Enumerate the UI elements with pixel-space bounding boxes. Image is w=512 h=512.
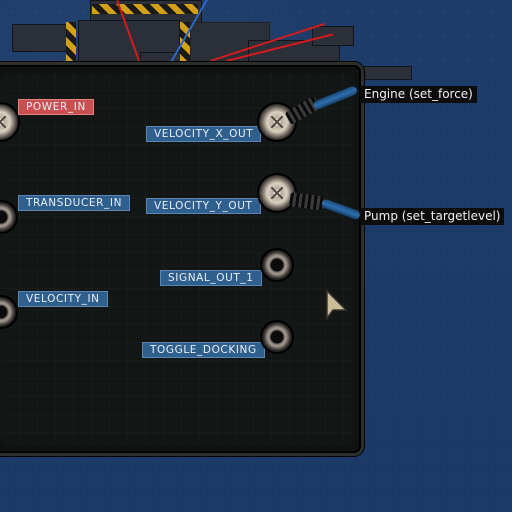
label-velocity-in: VELOCITY_IN: [18, 291, 108, 307]
wiring-panel[interactable]: [0, 62, 364, 456]
connector-transducer-in[interactable]: [0, 202, 16, 232]
tooltip-pump: Pump (set_targetlevel): [360, 208, 505, 225]
hazard-stripe: [92, 4, 198, 14]
tooltip-engine: Engine (set_force): [360, 86, 477, 103]
label-toggle-docking: TOGGLE_DOCKING: [142, 342, 265, 358]
hazard-stripe: [66, 22, 76, 62]
label-transducer-in: TRANSDUCER_IN: [18, 195, 131, 211]
label-power-in: POWER_IN: [18, 99, 94, 115]
hull-segment: [12, 24, 68, 52]
label-velocity-x-out: VELOCITY_X_OUT: [146, 126, 262, 142]
label-velocity-y-out: VELOCITY_Y_OUT: [146, 198, 261, 214]
label-signal-out-1: SIGNAL_OUT_1: [160, 270, 262, 286]
hull-segment: [312, 26, 354, 46]
connector-toggle-docking[interactable]: [262, 322, 292, 352]
connector-velocity-in[interactable]: [0, 297, 16, 327]
cursor-icon: [326, 290, 348, 320]
connector-velocity-y-out[interactable]: [259, 175, 295, 211]
connector-signal-out-1[interactable]: [262, 250, 292, 280]
connector-power-in[interactable]: [0, 104, 18, 140]
hazard-stripe: [180, 22, 190, 62]
